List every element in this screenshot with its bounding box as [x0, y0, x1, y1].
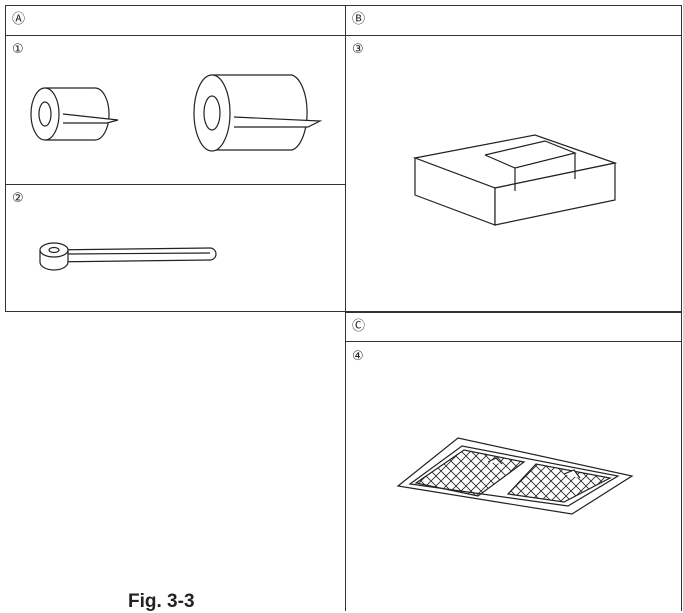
section-c-header-top	[345, 312, 682, 313]
box-illustration	[412, 134, 618, 226]
filter-panel-illustration	[396, 437, 634, 515]
part-1-marker: ①	[12, 42, 24, 57]
small-tape-roll-illustration	[30, 87, 119, 141]
part1-part2-divider	[5, 184, 345, 185]
part-4-marker: ④	[352, 349, 364, 364]
top-frame	[5, 5, 682, 312]
part-2-marker: ②	[12, 191, 24, 206]
band-strap-illustration	[39, 242, 217, 271]
part-3-marker: ③	[352, 42, 364, 57]
section-b-marker: Ⓑ	[352, 12, 366, 27]
figure-caption: Fig. 3-3	[128, 591, 195, 612]
section-header-divider-top	[5, 35, 682, 36]
right-edge-lower	[681, 312, 682, 611]
large-tape-roll-illustration	[193, 74, 323, 152]
section-c-marker: Ⓒ	[352, 319, 366, 334]
section-c-header-bottom	[345, 341, 682, 342]
section-a-marker: Ⓐ	[12, 12, 26, 27]
center-divider	[345, 5, 346, 611]
